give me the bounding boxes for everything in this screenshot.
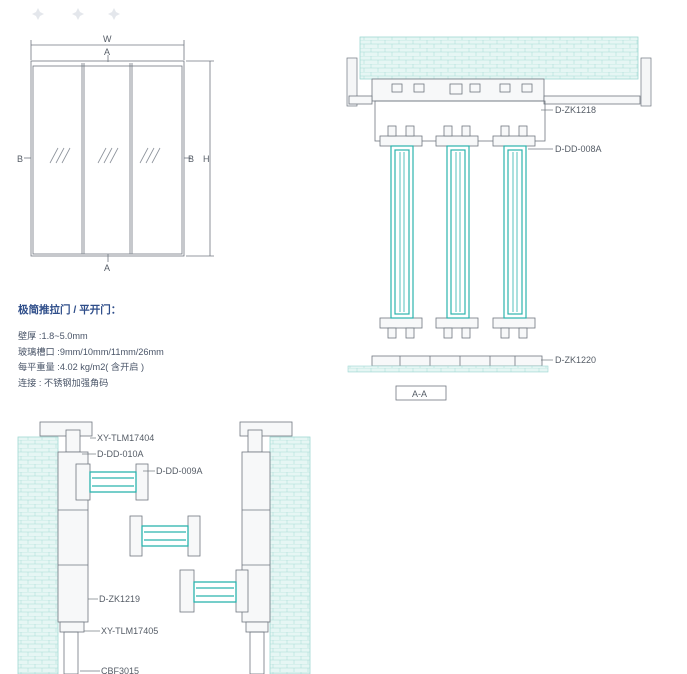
- spec-glass-slot: 玻璃槽口 :9mm/10mm/11mm/26mm: [18, 346, 164, 357]
- label-d-zk1220: D-ZK1220: [555, 355, 596, 365]
- label-d-dd-010a: D-DD-010A: [97, 449, 144, 459]
- label-d-zk1219: D-ZK1219: [99, 594, 140, 604]
- spec-title: 极简推拉门 / 平开门：: [18, 304, 122, 316]
- section-mark-right: B: [188, 154, 194, 164]
- section-bb-drawing: [17, 421, 311, 674]
- spec-wall-thickness: 壁厚 :1.8~5.0mm: [18, 331, 88, 341]
- spec-weight: 每平重量 :4.02 kg/m2( 含开启 ): [18, 362, 145, 372]
- label-xy-tlm17405: XY-TLM17405: [101, 626, 158, 636]
- label-xy-tlm17404: XY-TLM17404: [97, 433, 154, 443]
- spec-connection: 连接 : 不锈钢加强角码: [18, 377, 109, 388]
- width-label: W: [103, 34, 112, 44]
- decorative-sparkles: [32, 8, 120, 20]
- spec-block: 极简推拉门 / 平开门： 壁厚 :1.8~5.0mm 玻璃槽口 :9mm/10m…: [18, 302, 258, 391]
- label-d-zk1218: D-ZK1218: [555, 105, 596, 115]
- section-aa-drawing: [346, 36, 652, 401]
- height-label: H: [203, 154, 210, 164]
- section-mark-bottom: A: [104, 263, 110, 273]
- section-mark-left: B: [17, 154, 23, 164]
- glass-hatch-marks: [49, 147, 161, 164]
- door-elevation: [24, 40, 214, 262]
- label-cbf3015: CBF3015: [101, 666, 139, 674]
- section-aa-caption: A-A: [412, 389, 427, 399]
- label-d-dd-009a: D-DD-009A: [156, 466, 203, 476]
- label-d-dd-008a: D-DD-008A: [555, 144, 602, 154]
- section-mark-top: A: [104, 47, 110, 57]
